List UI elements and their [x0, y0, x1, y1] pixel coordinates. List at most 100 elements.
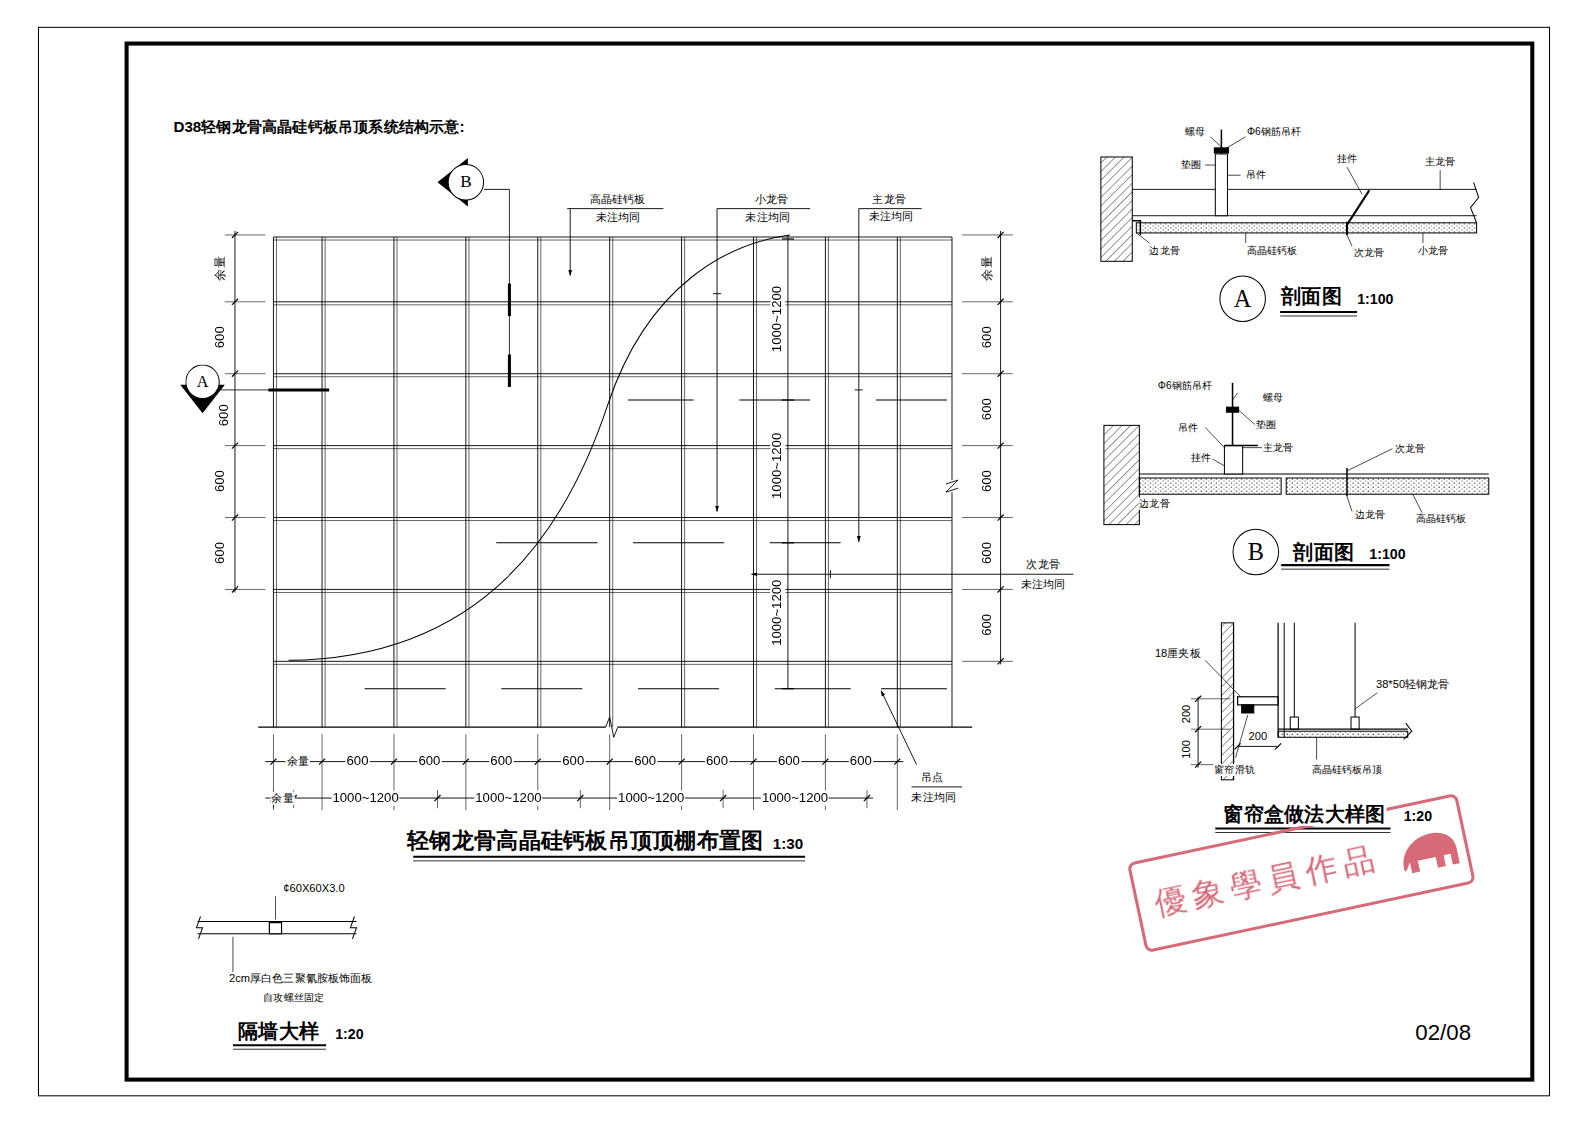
grid-line: [322, 237, 323, 727]
dimension-text: 600: [346, 754, 370, 769]
dimension-text: 1000~1200: [617, 790, 685, 805]
part-label: 吊件: [1177, 422, 1199, 434]
leader-line: [1210, 137, 1221, 147]
section-cut: [508, 284, 511, 316]
leader-line: [1440, 170, 1441, 189]
ceiling-keel: [1278, 729, 1408, 730]
dim-tick: [232, 514, 238, 520]
main-keel-line: [628, 400, 694, 401]
dimension-text: 600: [980, 397, 995, 421]
section-line: [509, 189, 510, 386]
ext-line: [962, 661, 1013, 662]
part-label: 轻钢龙骨高晶硅钙板吊顶顶棚布置图: [406, 828, 765, 854]
grid-line: [897, 237, 898, 727]
dimension-text: 600: [213, 469, 228, 493]
break-symbol: [196, 917, 202, 939]
title-underline: [413, 860, 805, 861]
main-keel-line: [633, 542, 724, 543]
grid-line: [273, 301, 952, 302]
dimension-text: 600: [777, 754, 801, 769]
leader-line: [570, 209, 571, 276]
title-underline: [1280, 311, 1357, 313]
dimension-text: 1000~1200: [331, 790, 399, 805]
ext-line: [897, 734, 898, 810]
leader-line: [567, 208, 663, 209]
grid-line: [273, 304, 952, 305]
dim-tick: [782, 688, 794, 689]
leader-line: [1210, 458, 1224, 466]
dimension-text: 600: [980, 541, 995, 565]
leader-label: 未注均同: [744, 211, 791, 224]
main-keel-line: [501, 688, 582, 689]
part-label: 螺母: [1262, 392, 1284, 404]
grid-line: [273, 376, 952, 377]
ext-line: [225, 589, 266, 590]
break-symbol: [350, 917, 356, 939]
part-label: 200: [1248, 730, 1269, 743]
dimension-text: 600: [980, 469, 995, 493]
ceiling-board: [1139, 478, 1281, 494]
stamp-border: [1129, 795, 1474, 952]
leader-line: [1236, 715, 1248, 758]
leader-line: [232, 937, 233, 972]
leader-line: [911, 786, 962, 787]
cross-keel: [1346, 222, 1348, 235]
grid-line: [276, 237, 277, 727]
part-label: 1:20: [334, 1026, 364, 1042]
ext-line: [322, 734, 323, 810]
ext-line: [225, 301, 266, 302]
part-label: 高晶硅钙板: [1415, 513, 1468, 525]
leader-line: [1223, 137, 1245, 150]
dimension-text: 600: [213, 325, 228, 349]
grid-line: [825, 237, 826, 727]
grid-line: [612, 237, 613, 727]
leader-line: [1422, 233, 1423, 243]
leader-line: [1347, 496, 1352, 511]
grid-line: [397, 237, 398, 727]
grid-line: [273, 240, 952, 241]
dimension-text: 1000~1200: [474, 790, 542, 805]
section-letter: A: [1234, 285, 1252, 312]
dim-tick: [577, 795, 583, 801]
leader-line: [1243, 447, 1264, 448]
cross-keel: [1346, 468, 1348, 496]
part-label: 高晶硅钙板吊顶: [1311, 764, 1384, 776]
grid-line: [756, 237, 757, 727]
dim-tick: [1195, 696, 1201, 702]
leader-line: [881, 691, 916, 765]
part-label: ¢60X60X3.0: [282, 882, 345, 895]
sheet-number: 02/08: [1414, 1020, 1472, 1046]
dim-line: [1000, 231, 1001, 664]
grid-line: [273, 236, 952, 237]
dim-line: [234, 231, 235, 593]
grid-line: [273, 448, 952, 449]
dimension-text: 1000~1200: [770, 432, 785, 500]
grid-line: [273, 592, 952, 593]
ext-line: [962, 234, 1013, 235]
clip: [1290, 717, 1298, 729]
dimension-text: 600: [633, 754, 657, 769]
leader-line: [1347, 167, 1362, 194]
grid-line: [273, 445, 952, 446]
dimension-text: 余量: [270, 792, 294, 805]
plywood-line: [1277, 623, 1278, 737]
main-keel-line: [739, 400, 810, 401]
section-letter: A: [197, 373, 209, 391]
plywood: [1238, 697, 1279, 705]
break-symbol: [1471, 182, 1479, 223]
section-circle: B: [1233, 529, 1280, 576]
dimension-text: 600: [705, 754, 729, 769]
edge-line: [951, 492, 952, 727]
dimension-text: 1000~1200: [770, 579, 785, 647]
dimension-text: 600: [561, 754, 585, 769]
leader-line: [1227, 175, 1240, 176]
break-symbol: [606, 717, 618, 737]
leader-line: [1245, 233, 1246, 243]
dim-tick: [391, 759, 397, 765]
main-keel-line: [775, 688, 851, 689]
part-label: 挂件: [1336, 153, 1358, 165]
leader-line: [275, 896, 276, 919]
title-underline: [413, 856, 805, 858]
part-label: 自攻螺丝固定: [262, 992, 325, 1004]
leader-line: [858, 209, 859, 542]
